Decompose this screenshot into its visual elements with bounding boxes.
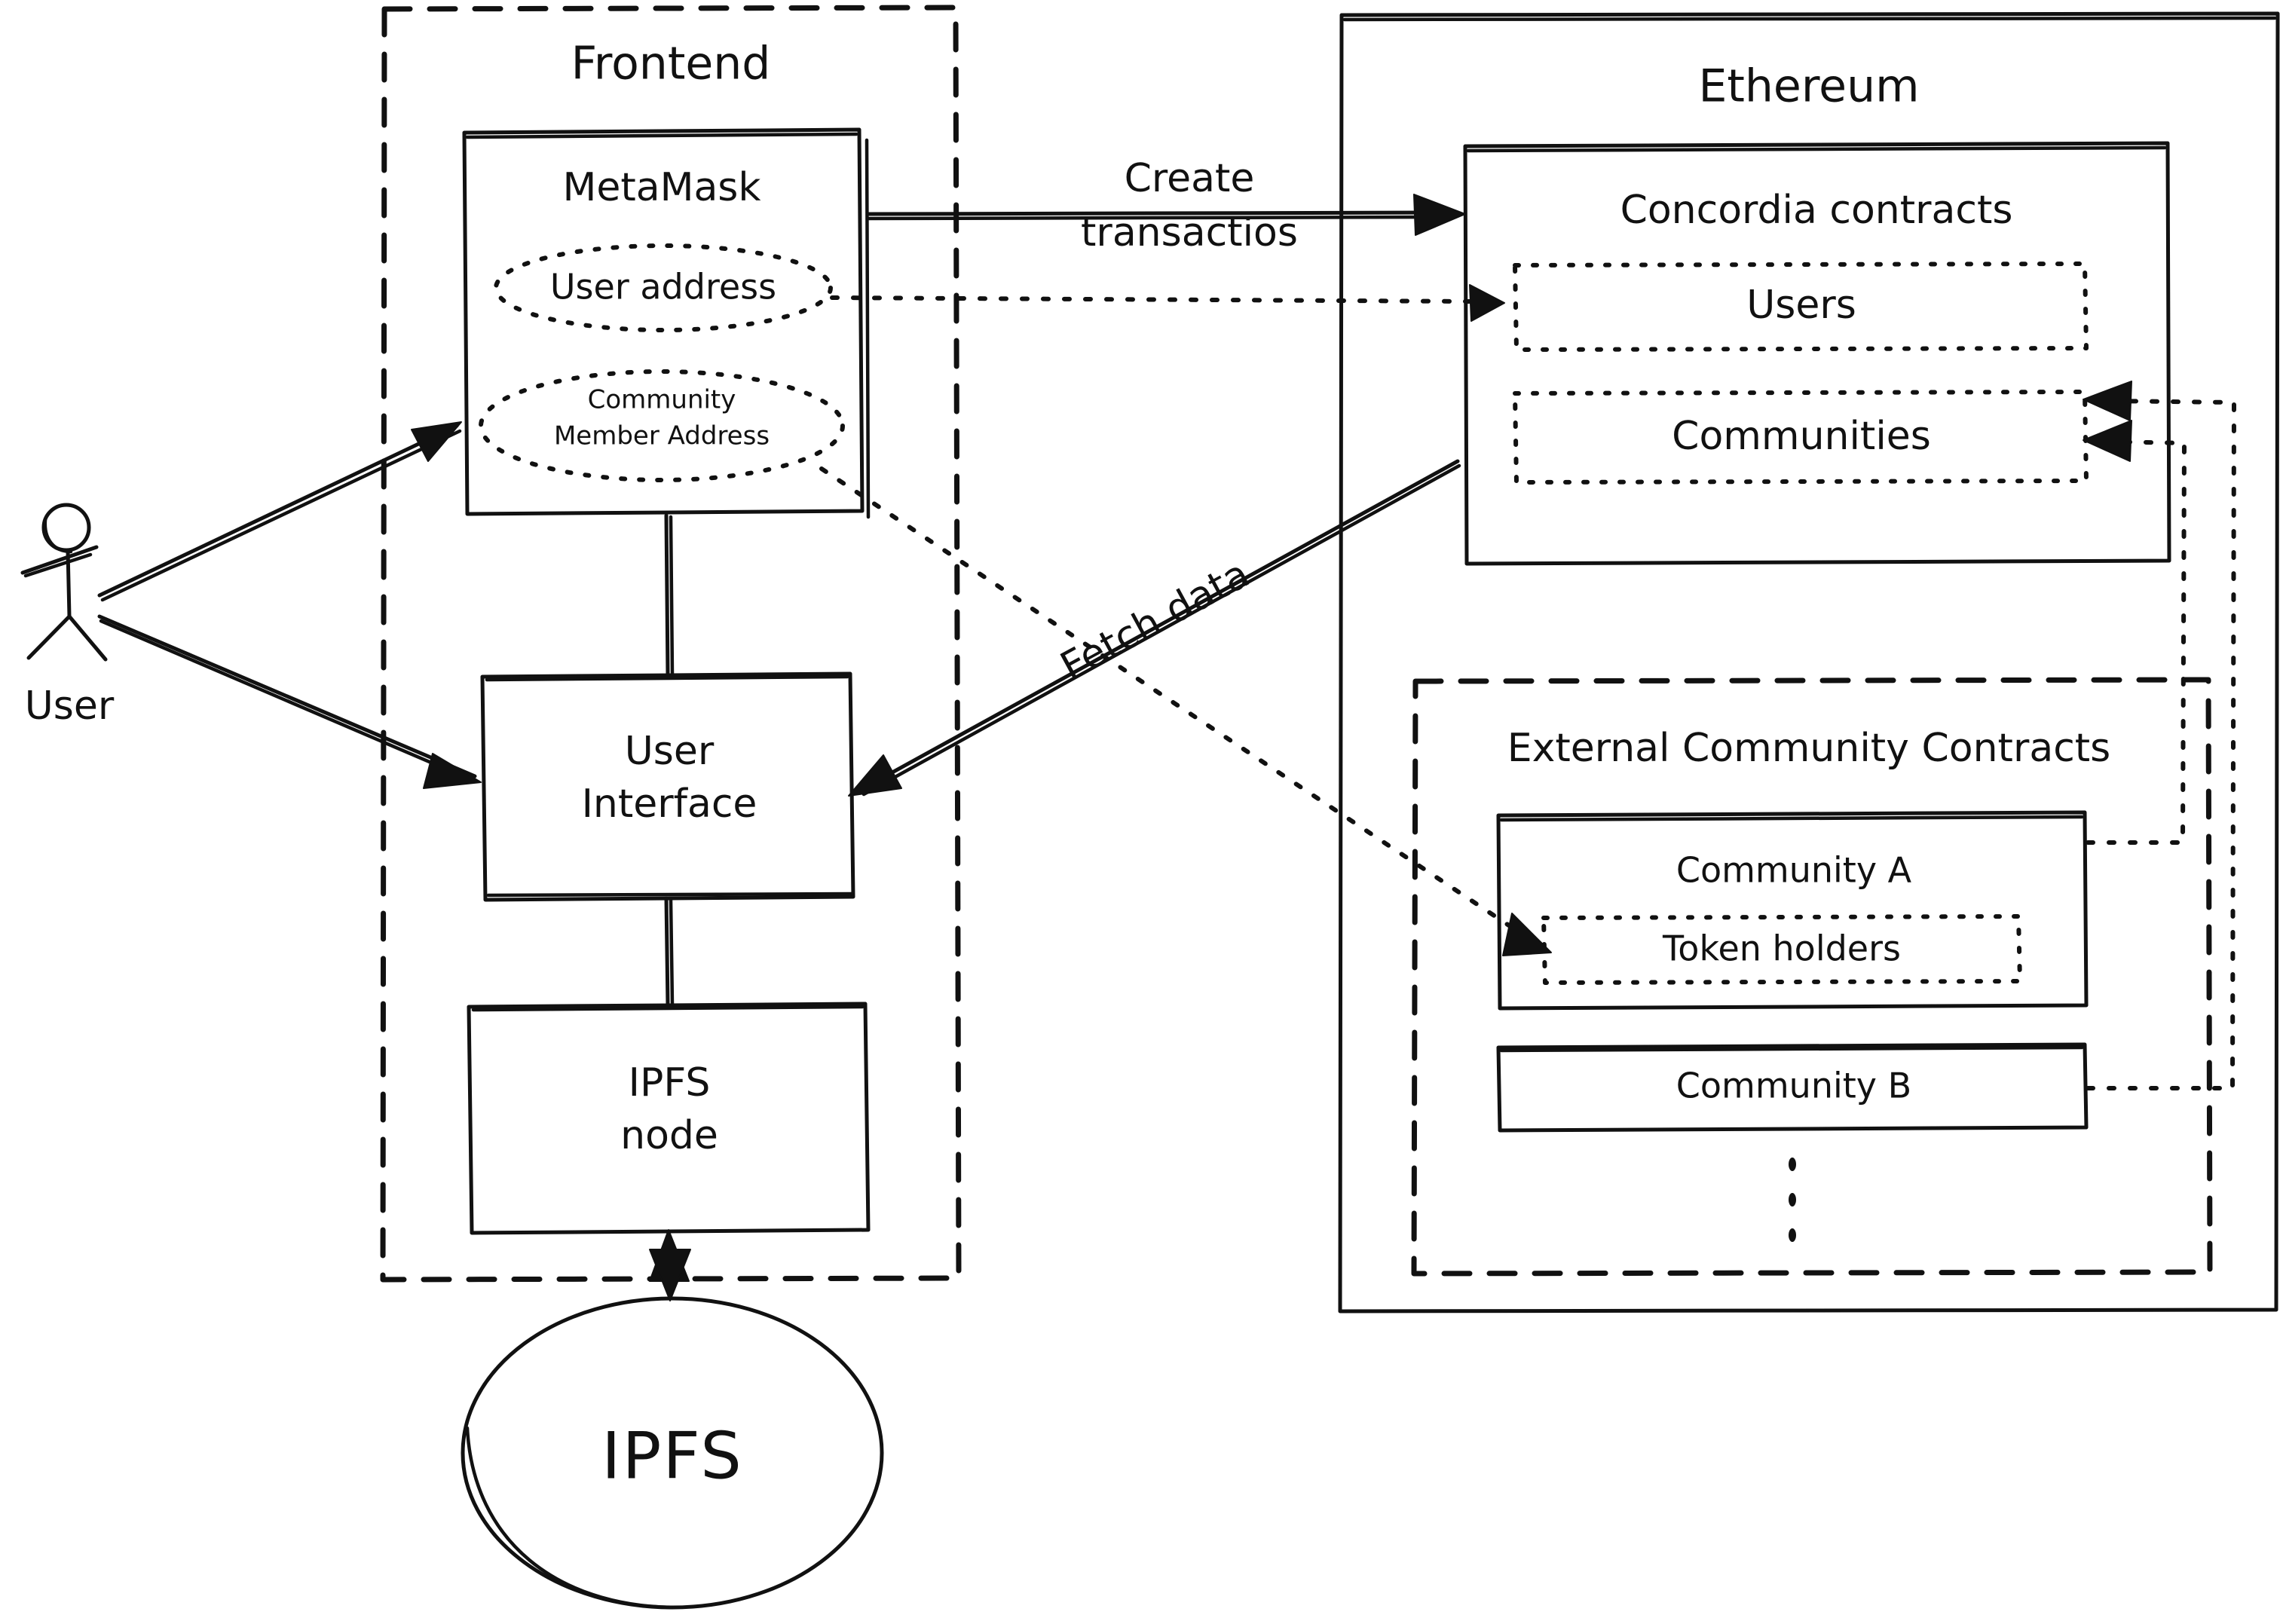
edge-community-b-to-communities (2083, 381, 2237, 1090)
fetch-data-label: Fetch data (1054, 551, 1257, 690)
ipfs-node-label-line2: node (620, 1113, 718, 1158)
edge-user-to-metamask (97, 421, 462, 602)
edge-create-transactions (866, 194, 1466, 236)
group-external-community-contracts (1411, 677, 2213, 1277)
edge-user-interface-to-ipfs-node (664, 896, 675, 1008)
communities-label: Communities (1672, 414, 1931, 459)
user-interface-label-line1: User (625, 729, 715, 774)
node-ipfs[interactable] (461, 1296, 884, 1610)
ipfs-label: IPFS (601, 1418, 743, 1494)
user-label: User (25, 684, 115, 729)
user-address-label: User address (550, 267, 776, 307)
metamask-label: MetaMask (562, 165, 760, 210)
group-frontend (380, 5, 962, 1283)
create-transactions-label-line1: Create (1125, 156, 1255, 201)
node-token-holders[interactable] (1541, 914, 2022, 985)
node-communities[interactable] (1513, 390, 2089, 485)
edge-member-address-to-token-holders (819, 466, 1552, 956)
edge-user-address-to-users (830, 284, 1505, 322)
stick-figure-icon (20, 503, 108, 662)
node-community-member-address[interactable] (479, 369, 845, 482)
ipfs-node-label-line1: IPFS (629, 1060, 711, 1106)
community-list-ellipsis (1789, 1158, 1796, 1242)
users-label: Users (1746, 283, 1856, 328)
group-frontend-label: Frontend (571, 38, 771, 90)
node-ipfs-node[interactable] (467, 1002, 871, 1235)
edge-community-a-to-communities (2083, 420, 2187, 845)
token-holders-label: Token holders (1662, 928, 1901, 969)
group-ethereum-label: Ethereum (1698, 60, 1919, 113)
edge-fetch-data (848, 459, 1461, 797)
node-user-interface[interactable] (480, 671, 855, 902)
user-interface-label-line2: Interface (582, 781, 757, 827)
node-user-address[interactable] (494, 243, 833, 332)
community-b-label: Community B (1676, 1066, 1911, 1106)
create-transactions-label-line2: transactios (1081, 210, 1298, 255)
external-community-contracts-label: External Community Contracts (1507, 726, 2111, 771)
edge-metamask-to-user-interface (664, 513, 675, 677)
community-member-address-label-line1: Community (588, 385, 736, 415)
concordia-contracts-label: Concordia contracts (1620, 188, 2013, 233)
edge-user-to-user-interface (97, 614, 482, 789)
node-community-b[interactable] (1496, 1042, 2089, 1133)
community-member-address-label-line2: Member Address (554, 421, 770, 451)
node-users[interactable] (1513, 261, 2089, 352)
community-a-label: Community A (1676, 850, 1912, 891)
edge-ipfs-node-to-ipfs (649, 1229, 691, 1301)
